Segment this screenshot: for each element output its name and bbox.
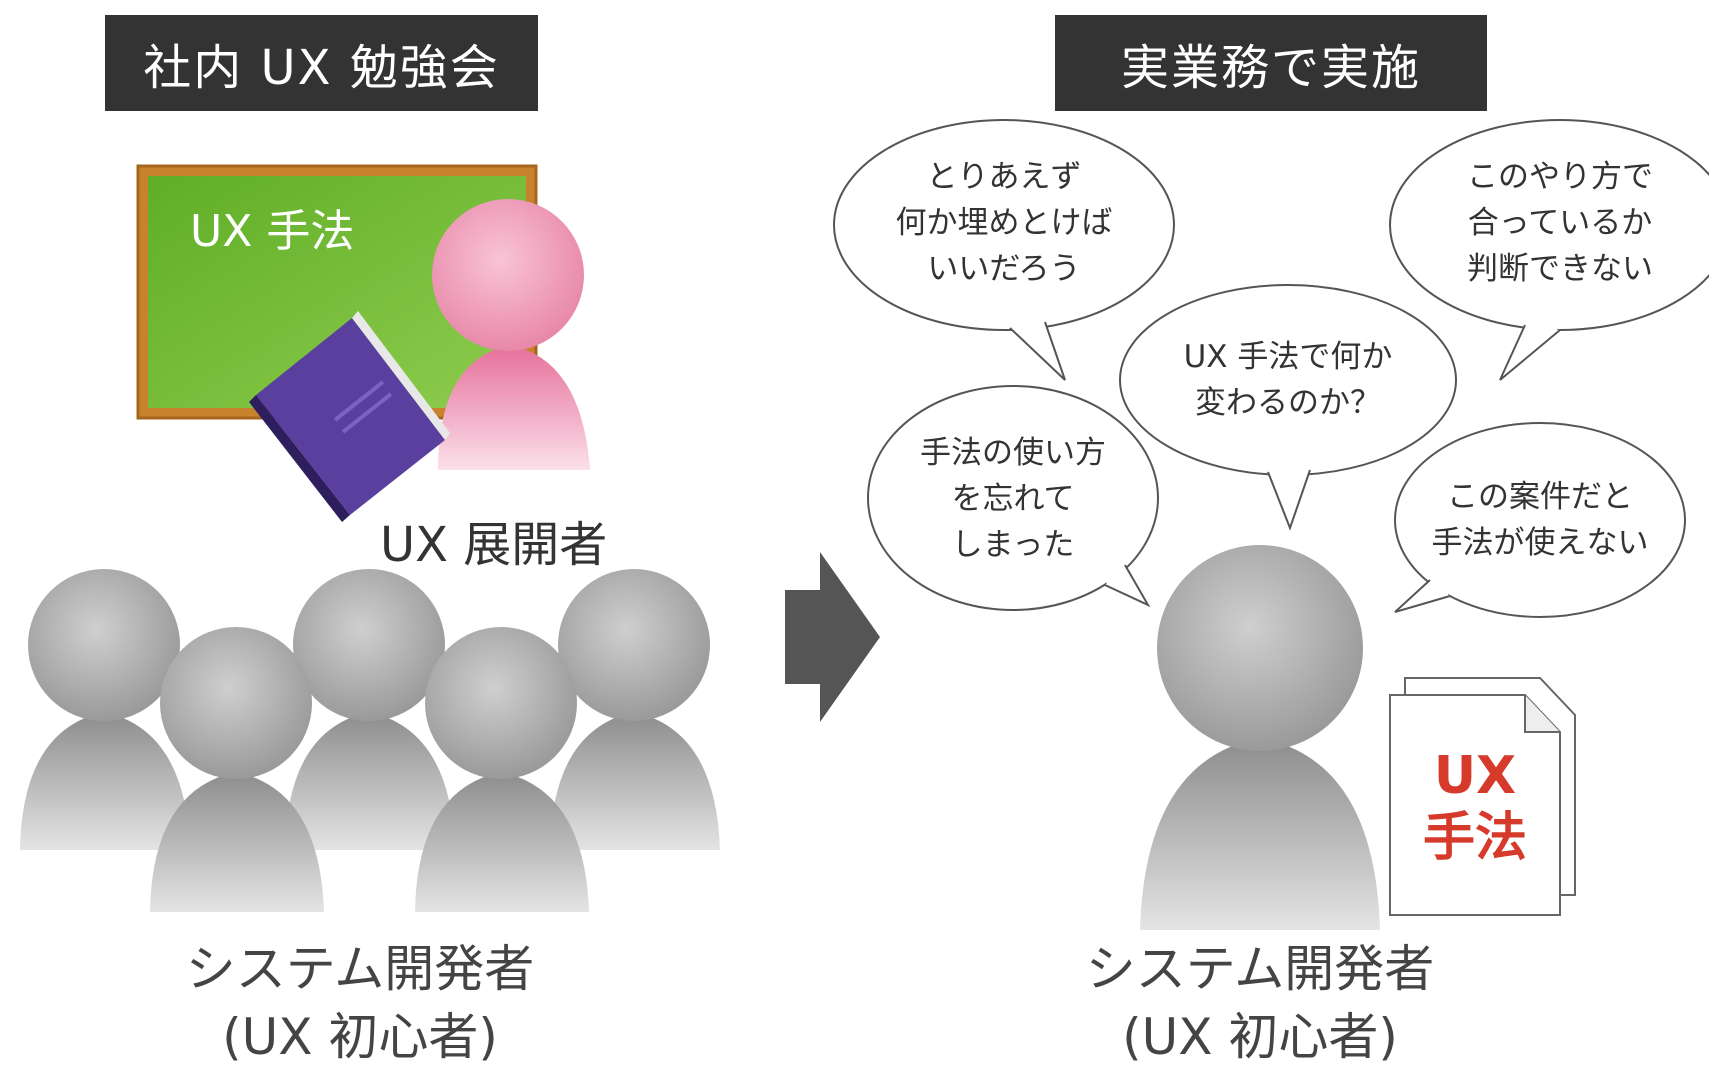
bubble-2-line1: このやり方で — [1467, 159, 1653, 195]
bubble-4-line2: を忘れて — [951, 481, 1075, 517]
bubble-2-line2: 合っているか — [1467, 205, 1653, 241]
presenter-label: UX 展開者 — [380, 517, 608, 573]
bubble-1-line2: 何か埋めとけば — [895, 205, 1113, 241]
bubble-5-line2: 手法が使えない — [1431, 525, 1649, 561]
bubble-1-line1: とりあえず — [926, 159, 1082, 195]
bubble-3-line2: 変わるのか？ — [1195, 385, 1381, 421]
bubble-1-text: とりあえず 何か埋めとけば いいだろう — [864, 154, 1144, 292]
speech-bubble-2 — [1389, 119, 1709, 381]
bubble-2-text: このやり方で 合っているか 判断できない — [1420, 154, 1700, 292]
audience-label: システム開発者 (UX 初心者) — [160, 935, 560, 1071]
bubble-4-text: 手法の使い方 を忘れて しまった — [893, 430, 1133, 568]
document-icon — [1389, 677, 1576, 916]
audience-back-person-1 — [20, 569, 190, 850]
document-text-line1: UX — [1433, 746, 1517, 806]
document-text-line2: 手法 — [1422, 808, 1527, 868]
bubble-5-line1: この案件だと — [1447, 479, 1633, 515]
bubble-1-line3: いいだろう — [927, 251, 1081, 287]
developer-label-line1: システム開発者 — [1085, 940, 1435, 998]
left-header: 社内 UX 勉強会 — [105, 15, 538, 111]
speech-bubble-5 — [1394, 422, 1686, 618]
bubble-5-text: この案件だと 手法が使えない — [1405, 474, 1675, 566]
audience-front-person-1 — [150, 627, 324, 912]
bubble-2-line3: 判断できない — [1467, 251, 1653, 287]
developer-figure — [1140, 545, 1380, 930]
bubble-4-line3: しまった — [951, 527, 1075, 563]
board-text: UX 手法 — [190, 206, 355, 257]
bubble-3-text: UX 手法で何か 変わるのか？ — [1138, 334, 1438, 426]
audience-front-person-2 — [415, 627, 589, 912]
speech-bubble-4 — [867, 385, 1159, 611]
audience-label-line1: システム開発者 — [185, 940, 535, 998]
speech-bubble-3 — [1119, 284, 1457, 531]
audience-back-person-2 — [285, 569, 455, 850]
developer-label-line2: (UX 初心者) — [1122, 1008, 1398, 1066]
presenter-figure — [432, 199, 590, 470]
book-icon — [249, 311, 450, 522]
audience-label-line2: (UX 初心者) — [222, 1008, 498, 1066]
right-header: 実業務で実施 — [1055, 15, 1487, 111]
speech-bubble-1 — [833, 119, 1175, 381]
bubble-3-line1: UX 手法で何か — [1183, 339, 1393, 375]
developer-label: システム開発者 (UX 初心者) — [1060, 935, 1460, 1071]
right-arrow-icon — [785, 552, 880, 722]
document-text: UX 手法 — [1405, 745, 1545, 869]
bubble-4-line1: 手法の使い方 — [920, 435, 1106, 471]
audience-back-person-3 — [550, 569, 720, 850]
